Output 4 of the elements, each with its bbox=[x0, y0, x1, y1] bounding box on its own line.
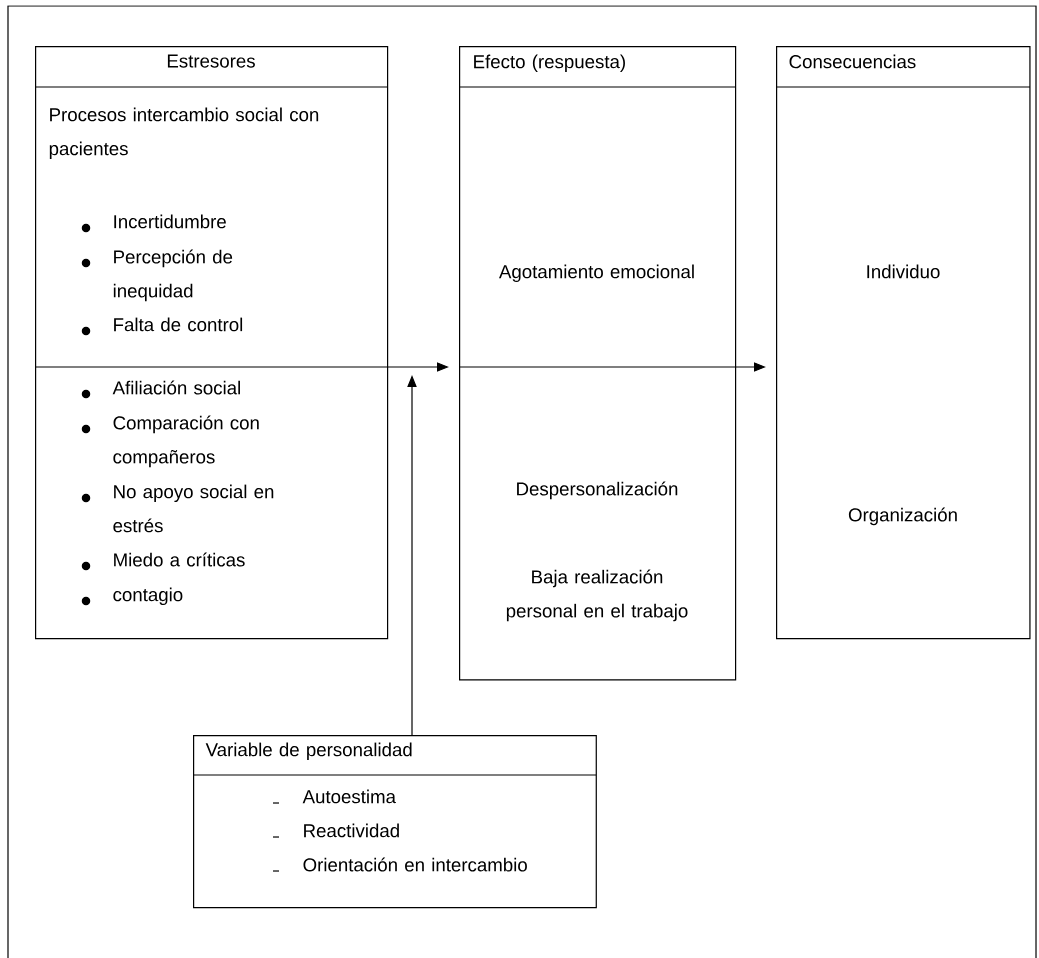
effect-box: Efecto (respuesta) Agotamiento emocional Despersonalización Baja realización personal en el trabajo bbox=[458, 46, 737, 681]
stressor-box: Estresores Procesos intercambio social con pacientes Incertidumbre Percepción de inequidad Falta de control Afiliación social Comparación con compañeros No apoyo social en estrés Miedo a críticas contagio bbox=[34, 46, 389, 640]
consequence-box: Consecuencias Individuo Organización bbox=[775, 46, 1031, 640]
personality-box: Variable de personalidad Autoestima Reactividad Orientación en intercambio bbox=[192, 735, 597, 909]
